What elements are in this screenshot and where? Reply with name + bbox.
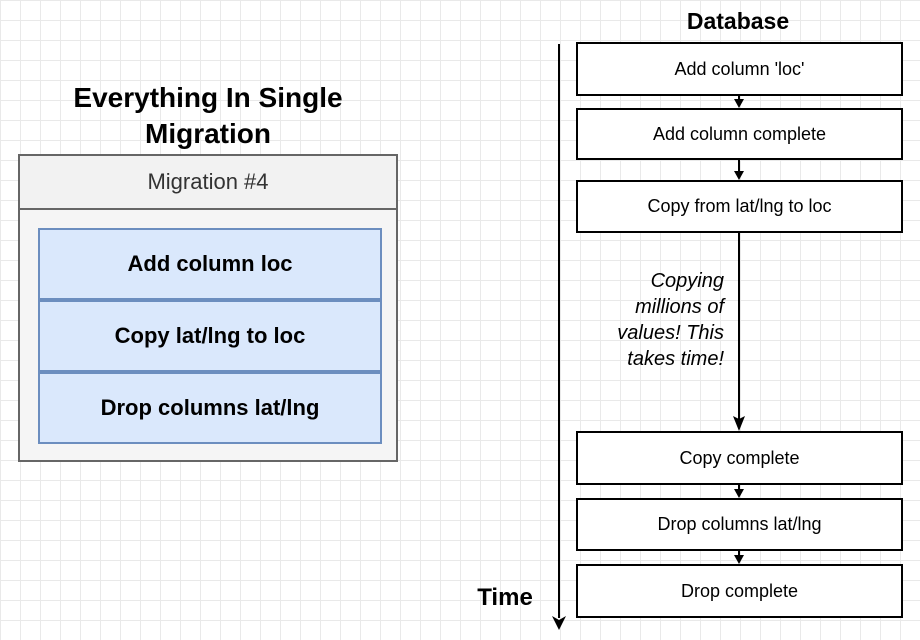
db-step-copy-complete: Copy complete: [576, 431, 903, 485]
step-add-column-loc: Add column loc: [38, 228, 382, 300]
note-line-1: Copying: [650, 270, 724, 292]
db-step-drop-complete: Drop complete: [576, 564, 903, 618]
note-line-4: takes time!: [627, 348, 724, 370]
title-line-2: Migration: [145, 118, 271, 149]
db-step-add-column-complete: Add column complete: [576, 108, 903, 160]
note-line-2: millions of: [635, 296, 724, 318]
step-copy-lat-lng: Copy lat/lng to loc: [38, 300, 382, 372]
connector-2-arrowhead: [734, 171, 744, 180]
step-drop-columns: Drop columns lat/lng: [38, 372, 382, 444]
db-step-copy-lat-lng: Copy from lat/lng to loc: [576, 180, 903, 233]
connector-3-arrowhead: [733, 416, 745, 431]
title-line-1: Everything In Single: [73, 82, 343, 113]
single-migration-title: Everything In Single Migration: [18, 80, 398, 152]
db-step-add-column: Add column 'loc': [576, 42, 903, 96]
migration-header: Migration #4: [20, 156, 396, 210]
db-step-drop-columns: Drop columns lat/lng: [576, 498, 903, 551]
copying-note: Copying millions of values! This takes t…: [560, 268, 724, 372]
time-label: Time: [477, 584, 533, 611]
time-axis-arrowhead: [552, 616, 566, 630]
connector-5-arrowhead: [734, 555, 744, 564]
note-line-3: values! This: [617, 322, 724, 344]
migration-container: Migration #4 Add column loc Copy lat/lng…: [18, 154, 398, 462]
database-label: Database: [686, 8, 790, 34]
connector-1-arrowhead: [734, 99, 744, 108]
connector-4-arrowhead: [734, 489, 744, 498]
